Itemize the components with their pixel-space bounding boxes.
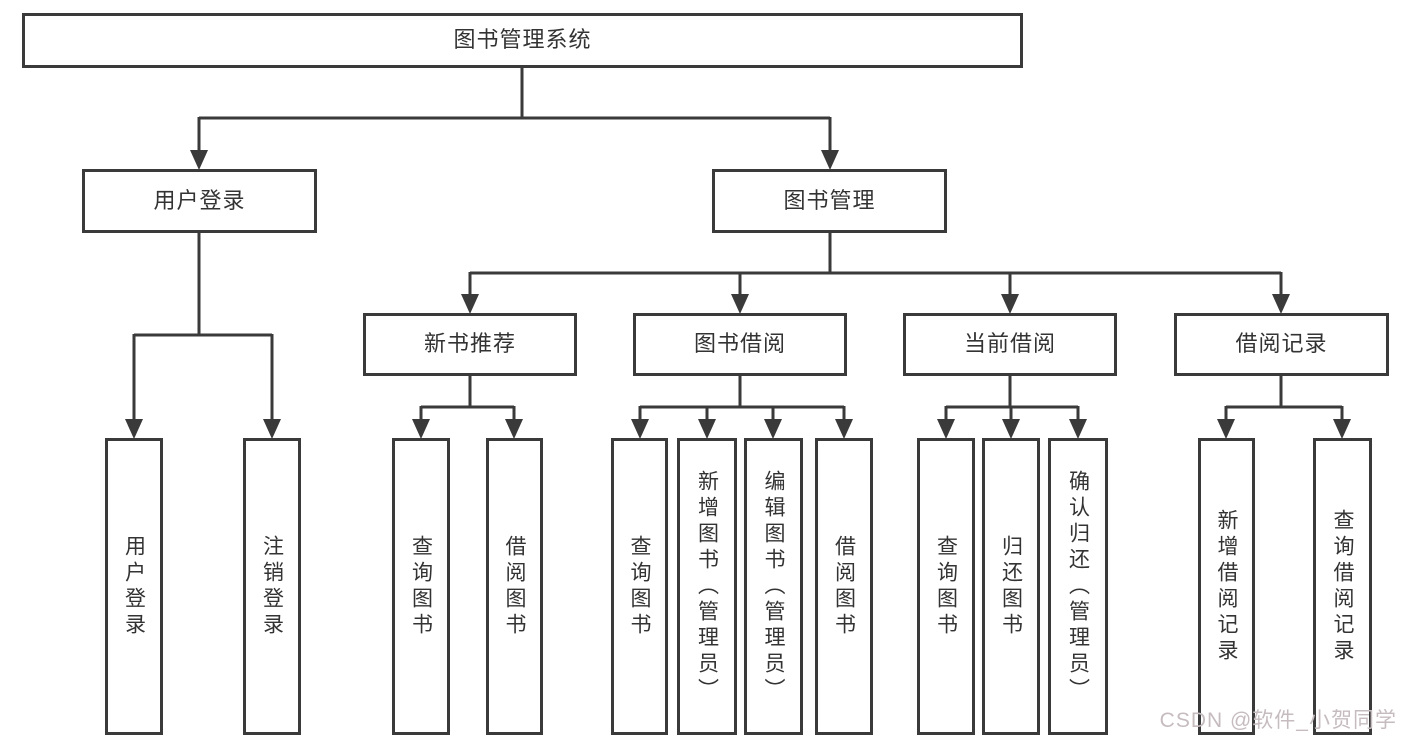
node-new-book-recommend: 新书推荐 (363, 313, 577, 376)
leaf-borrow-books-recommend: 借阅图书 (486, 438, 543, 735)
leaf-logout: 注销登录 (243, 438, 301, 735)
leaf-query-books-recommend: 查询图书 (392, 438, 450, 735)
leaf-add-books-admin: 新增图书（管理员） (677, 438, 737, 735)
leaf-user-login: 用户登录 (105, 438, 163, 735)
node-book-borrow: 图书借阅 (633, 313, 847, 376)
leaf-borrow-books: 借阅图书 (815, 438, 873, 735)
leaf-return-books: 归还图书 (982, 438, 1040, 735)
arrowhead-icons (125, 150, 1351, 439)
leaf-add-borrow-record: 新增借阅记录 (1198, 438, 1255, 735)
leaf-query-borrow-record: 查询借阅记录 (1313, 438, 1372, 735)
leaf-query-books-borrow: 查询图书 (611, 438, 668, 735)
node-borrow-records: 借阅记录 (1174, 313, 1389, 376)
leaf-query-books-current: 查询图书 (917, 438, 975, 735)
root-node-system: 图书管理系统 (22, 13, 1023, 68)
node-current-borrow: 当前借阅 (903, 313, 1117, 376)
csdn-watermark: CSDN @软件_小贺同学 (1159, 709, 1397, 732)
node-user-login: 用户登录 (82, 169, 317, 233)
leaf-edit-books-admin: 编辑图书（管理员） (744, 438, 803, 735)
leaf-confirm-return-admin: 确认归还（管理员） (1048, 438, 1108, 735)
node-book-management: 图书管理 (712, 169, 947, 233)
